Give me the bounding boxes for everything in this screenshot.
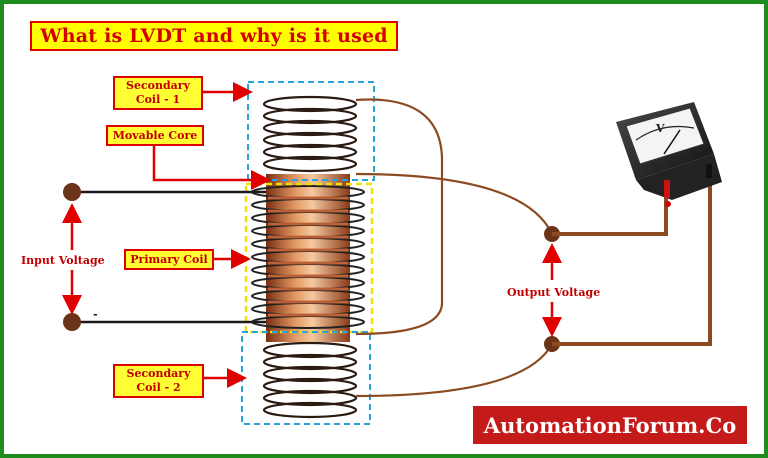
label-secondary-coil-1: Secondary Coil - 1 bbox=[113, 76, 203, 110]
input-terminal-bottom[interactable] bbox=[63, 313, 81, 331]
label-primary-coil: Primary Coil bbox=[124, 249, 214, 270]
page-title: What is LVDT and why is it used bbox=[30, 21, 398, 51]
label-input-voltage: Input Voltage bbox=[21, 254, 105, 267]
meter-unit-label: V bbox=[655, 122, 665, 135]
voltmeter-icon bbox=[616, 102, 722, 207]
input-terminal-top[interactable] bbox=[63, 183, 81, 201]
annotation-arrows bbox=[62, 82, 562, 388]
minus-sign: - bbox=[93, 308, 98, 321]
secondary-coil-2 bbox=[262, 341, 358, 419]
label-output-voltage: Output Voltage bbox=[507, 286, 601, 299]
label-secondary-coil-2: Secondary Coil - 2 bbox=[113, 364, 204, 398]
secondary-coil-1 bbox=[262, 95, 358, 173]
brand-banner: AutomationForum.Co bbox=[473, 406, 747, 444]
label-movable-core: Movable Core bbox=[106, 125, 204, 146]
secondary-coil-1-highlight bbox=[247, 81, 375, 181]
secondary-wires bbox=[355, 98, 553, 398]
input-wires bbox=[72, 190, 266, 324]
lvdt-illustration: V bbox=[62, 81, 722, 425]
